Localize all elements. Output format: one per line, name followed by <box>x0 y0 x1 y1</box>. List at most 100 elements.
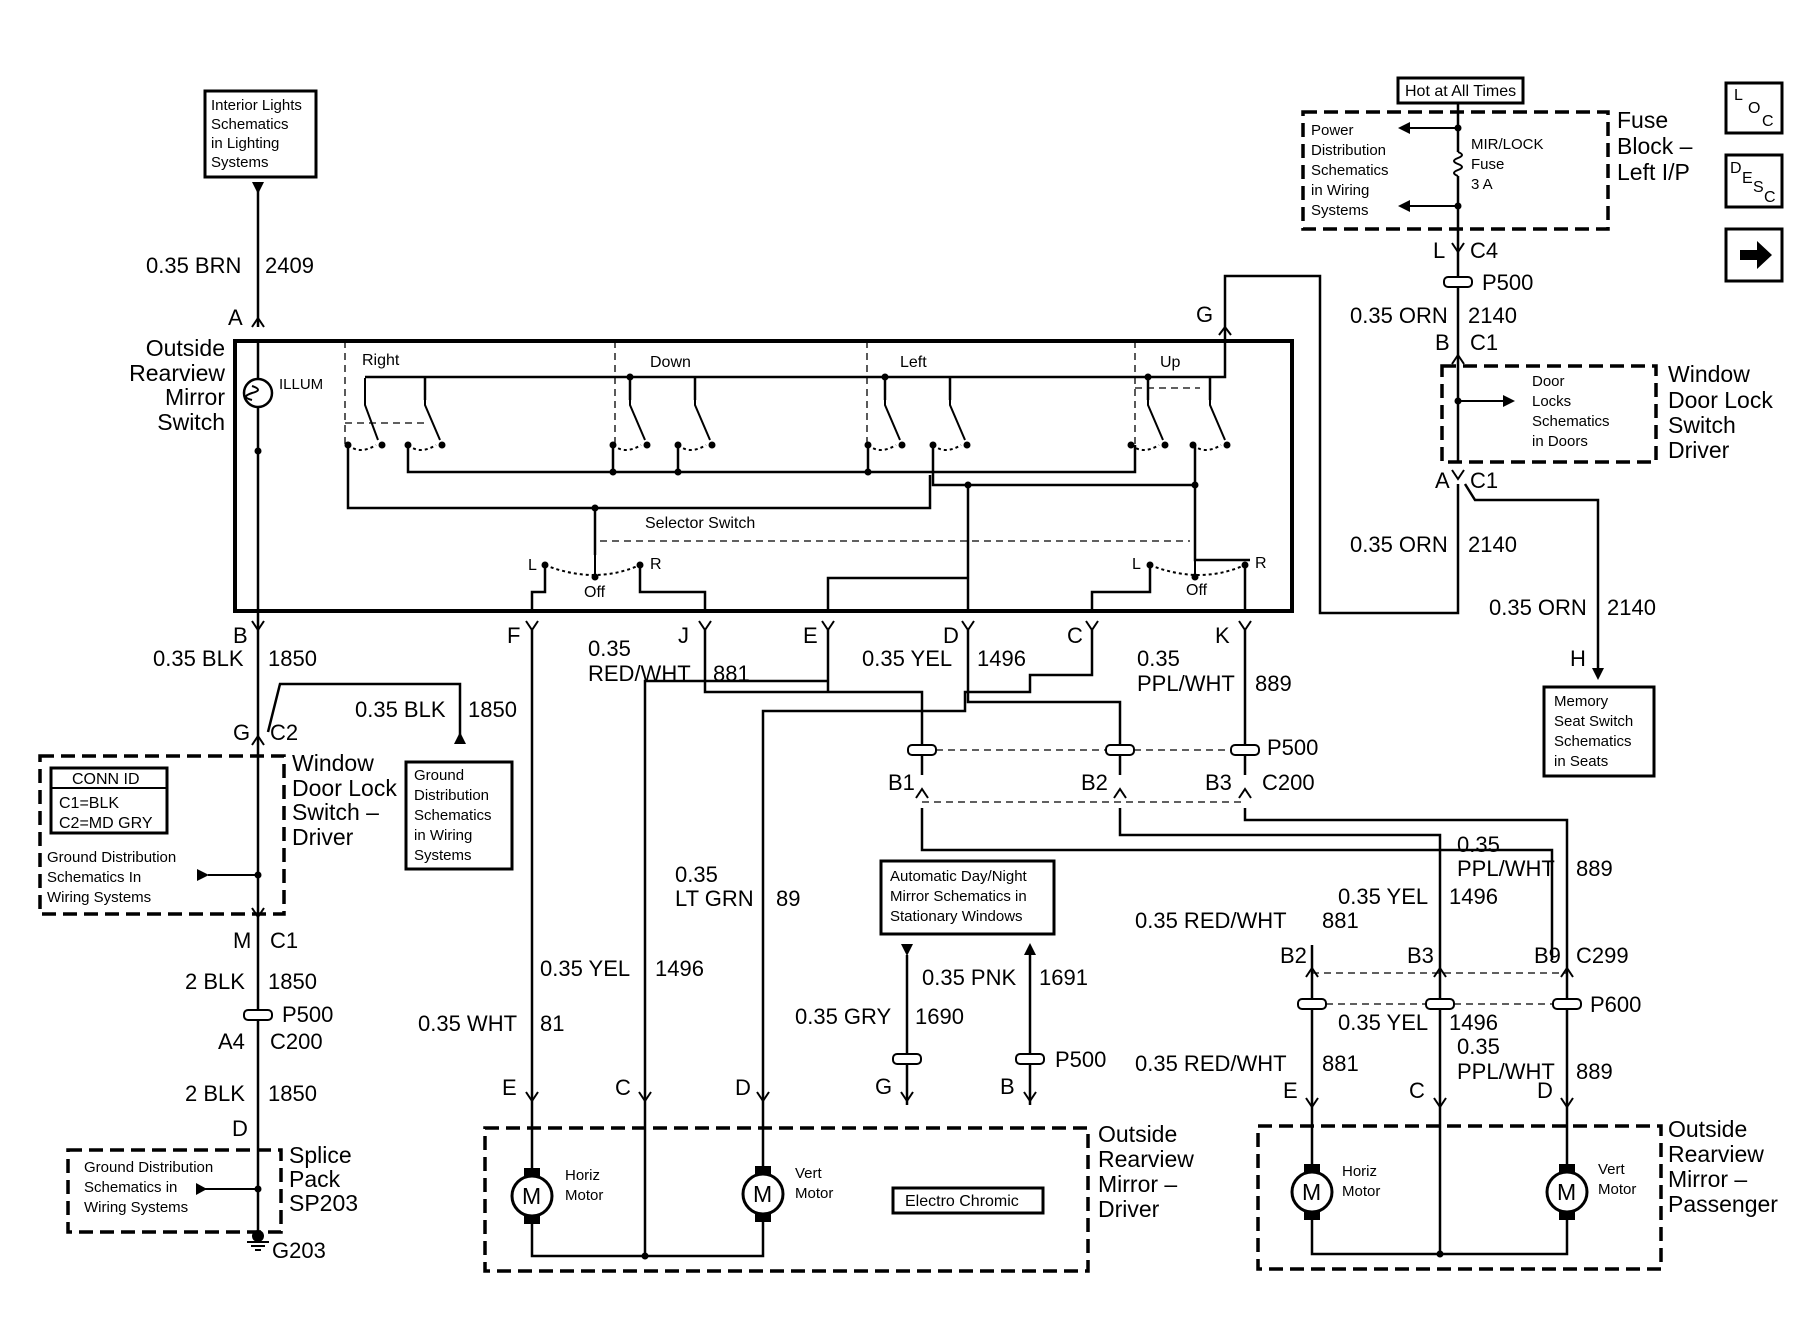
illum-label: ILLUM <box>279 376 323 393</box>
switch-internal-wiring <box>346 445 1250 578</box>
vert-motor-label-2: Motor <box>795 1185 833 1202</box>
wire-yel-1496-r1-gauge: 0.35 YEL <box>1338 884 1428 909</box>
selector-switch-right[interactable]: L Off R <box>1132 555 1267 599</box>
wire-pplwht-889-r1-g2: PPL/WHT <box>1457 856 1555 881</box>
splice-ground-line-3: Wiring Systems <box>84 1199 188 1216</box>
ground-dist-line-1: Ground <box>414 767 464 784</box>
window-switch-right-title-2: Door Lock <box>1668 387 1773 413</box>
auto-day-night-line-1: Automatic Day/Night <box>890 868 1028 885</box>
description-icon[interactable]: D E S C <box>1724 153 1784 209</box>
door-locks-junction <box>1454 397 1462 405</box>
switch-blades <box>347 378 1226 451</box>
memory-seat-line-4: in Seats <box>1554 753 1608 770</box>
window-switch-driver-left[interactable] <box>38 754 286 916</box>
ground-dist-line-5: Systems <box>414 847 472 864</box>
fuse-block-title-3: Left I/P <box>1617 159 1690 185</box>
outside-mirror-driver[interactable] <box>483 1126 1090 1273</box>
splice-ground-line-2: Schematics in <box>84 1179 177 1196</box>
wire-2blk-1850-a-gauge: 2 BLK <box>185 969 245 994</box>
connector-c299: C299 <box>1576 943 1629 968</box>
window-switch-driver-right[interactable] <box>1440 364 1658 464</box>
fuse-symbol-icon <box>1453 151 1463 177</box>
desc-s: S <box>1753 179 1764 196</box>
memory-seat-reference[interactable]: Memory Seat Switch Schematics in Seats <box>1542 685 1656 778</box>
selector-left-l: L <box>528 557 537 574</box>
motor-m: M <box>1302 1179 1321 1205</box>
selector-switch-left[interactable]: L Off R <box>528 555 662 601</box>
wire-yel-1496-mid-gauge: 0.35 YEL <box>540 956 630 981</box>
window-switch-right-title-3: Switch <box>1668 412 1736 438</box>
junction-e <box>1191 481 1199 489</box>
pin-f: F <box>507 623 520 648</box>
interior-lights-reference[interactable]: Interior Lights Schematics in Lighting S… <box>203 89 318 179</box>
pin-j: J <box>678 623 689 648</box>
arrow-right-icon <box>197 869 209 881</box>
motor-brush-icon <box>1304 1211 1320 1220</box>
wire-yel-1496-r2-circuit: 1496 <box>1449 1010 1498 1035</box>
ground-dist-line-4: in Wiring <box>414 827 472 844</box>
mirror-switch-body[interactable] <box>233 339 1294 613</box>
wire-redwht-881-top-circuit: 881 <box>713 661 750 686</box>
mirror-passenger-title-4: Passenger <box>1668 1191 1778 1217</box>
inline-connector-p500-fuse <box>1443 276 1473 288</box>
outside-mirror-passenger[interactable] <box>1256 1124 1663 1271</box>
electro-chromic-element: Electro Chromic <box>891 1186 1045 1215</box>
fuse-block-left-ip[interactable] <box>1301 110 1610 231</box>
location-icon[interactable]: L O C <box>1724 81 1784 135</box>
auto-day-night-reference[interactable]: Automatic Day/Night Mirror Schematics in… <box>879 859 1056 936</box>
interior-lights-box[interactable] <box>203 89 318 179</box>
wire-yel-1496-r1-circuit: 1496 <box>1449 884 1498 909</box>
wire-yel-1496-top-gauge: 0.35 YEL <box>862 646 952 671</box>
contact-risers <box>423 377 1212 400</box>
connector-p500-left: P500 <box>282 1002 333 1027</box>
wire-ltgrn-89-circuit: 89 <box>776 886 800 911</box>
desc-e: E <box>1742 170 1753 187</box>
power-dist-line-3: Schematics <box>1311 162 1389 179</box>
wire-orn-2140-c-circuit: 2140 <box>1607 595 1656 620</box>
wire-blk-1850-b-gauge: 0.35 BLK <box>153 646 244 671</box>
pin-b1: B1 <box>888 770 915 795</box>
wire-pplwht-889-top-circuit: 889 <box>1255 671 1292 696</box>
junction-f <box>964 481 972 489</box>
door-locks-line-4: in Doors <box>1532 433 1588 450</box>
horiz-motor-passenger: M Horiz Motor <box>1290 1163 1380 1220</box>
vert-motor-passenger: M Vert Motor <box>1545 1161 1636 1220</box>
pin-h: H <box>1570 646 1586 671</box>
pin-d-right-bot: D <box>1537 1078 1553 1103</box>
ground-distribution-reference[interactable]: Ground Distribution Schematics in Wiring… <box>404 760 514 871</box>
terminals-passenger-bottom <box>1305 1097 1574 1109</box>
auto-day-night-line-3: Stationary Windows <box>890 908 1023 925</box>
wire-2blk-1850-b-circuit: 1850 <box>268 1081 317 1106</box>
splice-pack-sp203[interactable] <box>66 1148 283 1234</box>
wire-blk-1850-g-circuit: 1850 <box>468 697 517 722</box>
wls-ground-line-3: Wiring Systems <box>47 889 151 906</box>
wire-orn-2140-memory <box>1463 483 1600 670</box>
wire-redwht-881-r2-circuit: 881 <box>1322 1051 1359 1076</box>
power-dist-line-5: Systems <box>1311 202 1369 219</box>
mirror-driver-title-2: Rearview <box>1098 1146 1194 1172</box>
switch-label-right: Right <box>362 352 400 369</box>
arrow-down-icon <box>252 182 264 194</box>
driver-motor-junction <box>641 1252 649 1260</box>
wire-ltgrn-89-g1: 0.35 <box>675 862 718 887</box>
wire-redwht-881-r2-gauge: 0.35 RED/WHT <box>1135 1051 1287 1076</box>
auto-day-night-line-2: Mirror Schematics in <box>890 888 1027 905</box>
pin-e-bot: E <box>502 1075 517 1100</box>
terminal-m <box>251 907 265 919</box>
wire-blk-1850-b-circuit: 1850 <box>268 646 317 671</box>
illum-lamp-icon <box>242 377 274 409</box>
mirror-passenger-title-3: Mirror – <box>1668 1166 1747 1192</box>
wire-pplwht-889-r1-g1: 0.35 <box>1457 832 1500 857</box>
motor-m: M <box>522 1183 541 1209</box>
motor-m: M <box>1557 1179 1576 1205</box>
wire-yel-1496-r2-gauge: 0.35 YEL <box>1338 1010 1428 1035</box>
vert-motor-driver: M Vert Motor <box>741 1165 833 1222</box>
pin-d-bot: D <box>735 1075 751 1100</box>
right-arrow-icon[interactable] <box>1724 227 1784 283</box>
pin-e: E <box>803 623 818 648</box>
junction-a <box>609 468 617 476</box>
inline-connector-p500-bot-right <box>1015 1053 1045 1065</box>
wire-orn-2140-a-gauge: 0.35 ORN <box>1350 303 1448 328</box>
connector-c1-right-b: C1 <box>1470 330 1498 355</box>
